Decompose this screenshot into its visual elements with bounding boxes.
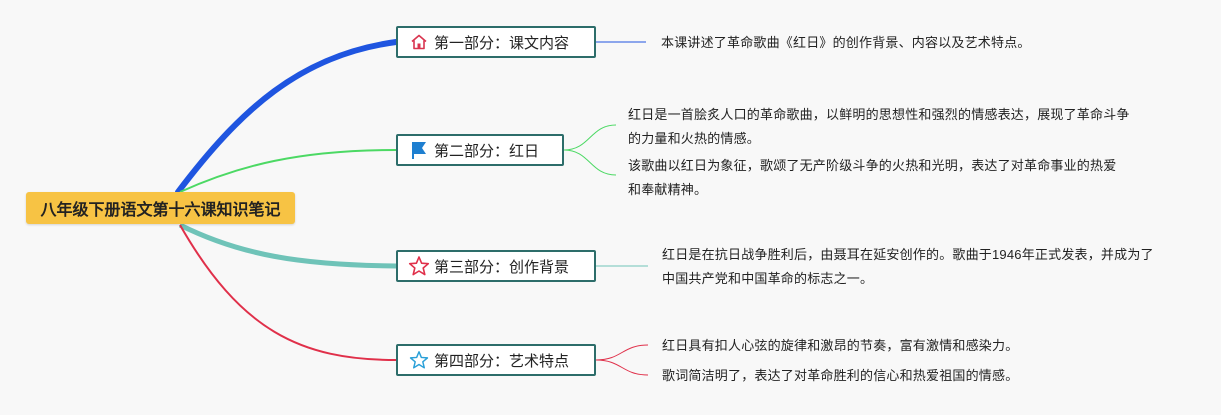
note-connector-2b — [563, 149, 617, 176]
topic-creation-background[interactable]: 第三部分：创作背景 — [396, 250, 596, 282]
root-topic[interactable]: 八年级下册语文第十六课知识笔记 — [26, 192, 295, 224]
topic-red-sun[interactable]: 第二部分：红日 — [396, 134, 564, 166]
branch-connector-1 — [175, 39, 399, 195]
branch-connector-3 — [178, 222, 397, 269]
flag-icon — [408, 139, 430, 161]
topic-label: 第四部分：艺术特点 — [434, 352, 570, 370]
note-background: 红日是在抗日战争胜利后，由聂耳在延安创作的。歌曲于1946年正式发表，并成为了中… — [662, 247, 1154, 286]
note-artistic-2: 歌词简洁明了，表达了对革命胜利的信心和热爱祖国的情感。 — [662, 368, 1019, 383]
note-artistic-1: 红日具有扣人心弦的旋律和激昂的节奏，富有激情和感染力。 — [662, 338, 1019, 353]
topic-label: 第一部分：课文内容 — [434, 34, 570, 52]
topic-label: 第二部分：红日 — [434, 142, 540, 160]
note-course-summary: 本课讲述了革命歌曲《红日》的创作背景、内容以及艺术特点。 — [661, 35, 1031, 50]
note-connector-4b — [595, 359, 649, 376]
topic-label: 第三部分：创作背景 — [434, 258, 570, 276]
branch-connector-2 — [179, 149, 397, 193]
star-icon — [408, 349, 430, 371]
note-connector-4a — [595, 344, 649, 361]
topic-course-content[interactable]: 第一部分：课文内容 — [396, 26, 596, 58]
star-outline-icon — [408, 255, 430, 277]
note-connector-2a — [563, 124, 617, 151]
home-icon — [408, 31, 430, 53]
note-red-sun-1: 红日是一首脍炙人口的革命歌曲，以鲜明的思想性和强烈的情感表达，展现了革命斗争的力… — [628, 107, 1130, 146]
branch-connector-4 — [179, 224, 397, 361]
note-red-sun-2: 该歌曲以红日为象征，歌颂了无产阶级斗争的火热和光明，表达了对革命事业的热爱和奉献… — [628, 158, 1117, 197]
topic-artistic-features[interactable]: 第四部分：艺术特点 — [396, 344, 596, 376]
root-title: 八年级下册语文第十六课知识笔记 — [40, 202, 281, 219]
